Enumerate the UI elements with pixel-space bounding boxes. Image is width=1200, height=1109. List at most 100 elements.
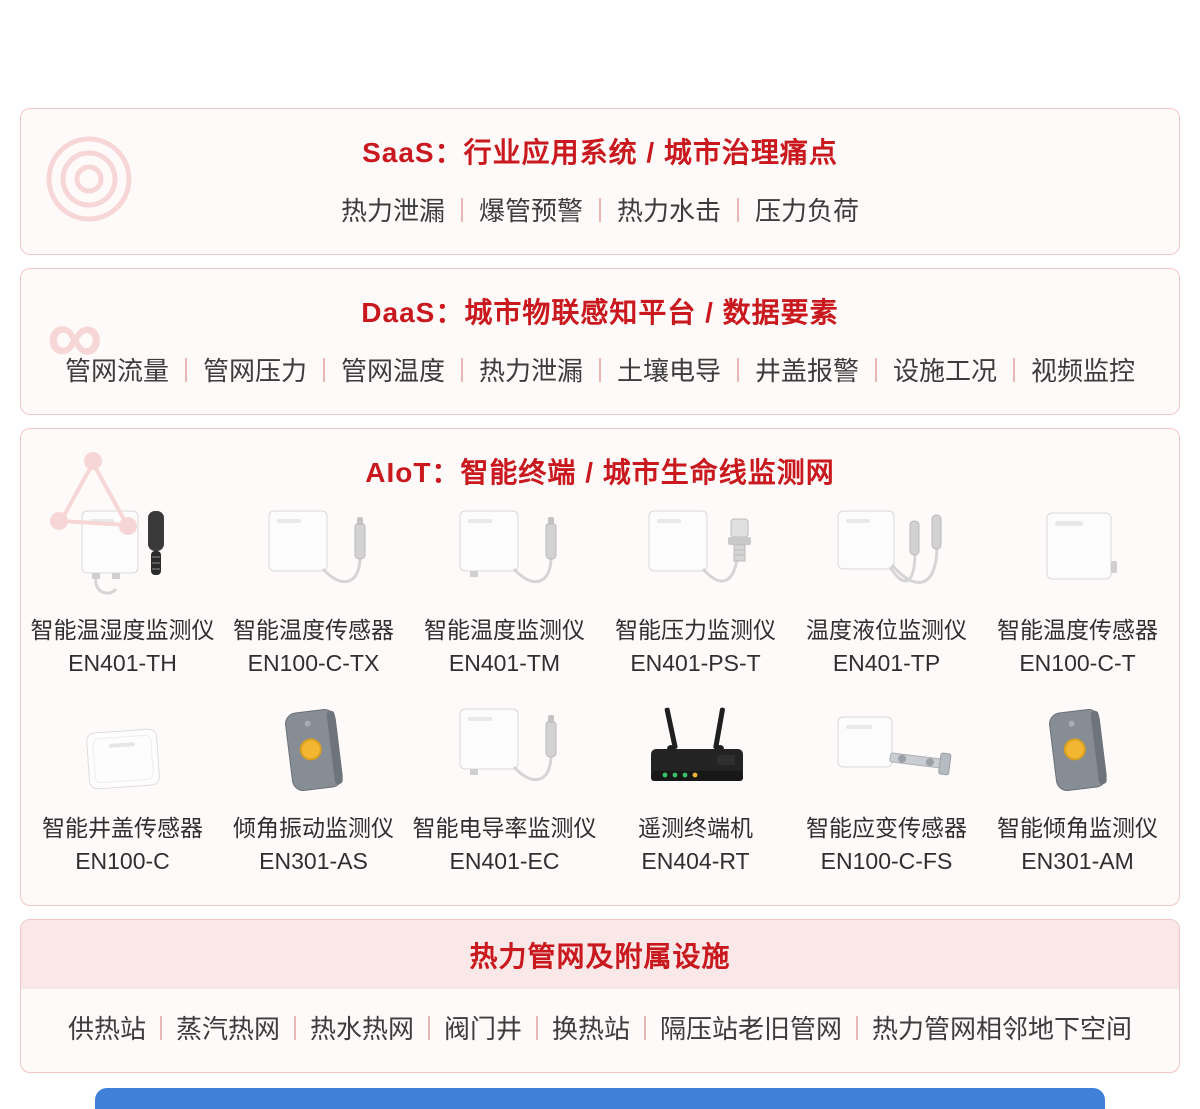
infra-item: 隔压站老旧管网 [660,1014,843,1044]
device-photo [239,703,389,799]
separator [599,197,601,222]
aiot-title: AIoT：智能终端 / 城市生命线监测网 [365,457,835,488]
temp-sensor-cable-image [268,510,365,584]
saas-items-row: 热力泄漏 爆管预警 热力水击 压力负荷 [21,171,1179,254]
daas-items-row: 管网流量 管网压力 管网温度 热力泄漏 土壤电导 井盖报警 设施工况 视频监控 [21,331,1179,414]
saas-title: SaaS：行业应用系统 / 城市治理痛点 [362,137,838,168]
separator [875,357,878,382]
device-name: 智能温度传感器 [233,617,394,643]
device-card: 智能温度传感器 EN100-C-T [984,505,1171,677]
device-card: 温度液位监测仪 EN401-TP [793,505,980,677]
device-photo [48,703,198,799]
device-model: EN100-C-T [1019,650,1136,676]
infra-item: 热力管网相邻地下空间 [872,1014,1133,1044]
telemetry-terminal-router-image [650,707,743,781]
device-photo [1003,505,1153,601]
device-name: 智能温湿度监测仪 [30,617,215,643]
device-name: 智能井盖传感器 [42,815,203,841]
device-model: EN100-C [75,848,170,874]
separator [184,357,187,382]
device-card: 智能温度传感器 EN100-C-TX [220,505,407,677]
daas-title: DaaS：城市物联感知平台 / 数据要素 [361,297,839,328]
device-card: 遥测终端机 EN404-RT [602,703,789,875]
device-photo [812,505,962,601]
daas-item: 管网压力 [202,356,307,386]
temp-sensor-box-image [1046,512,1117,580]
section-daas: ∞ DaaS：城市物联感知平台 / 数据要素 管网流量 管网压力 管网温度 热力… [20,268,1180,415]
infra-item: 供热站 [67,1014,146,1044]
device-photo [621,703,771,799]
infra-item: 热水热网 [309,1014,414,1044]
device-card: 倾角振动监测仪 EN301-AS [220,703,407,875]
daas-item: 管网流量 [64,356,169,386]
temp-monitor-cable-image [459,510,556,584]
conductivity-monitor-image [459,708,556,782]
daas-item: 管网温度 [340,356,445,386]
saas-item: 热力泄漏 [340,196,445,226]
separator [460,357,463,382]
infra-item: 蒸汽热网 [175,1014,280,1044]
device-name: 智能倾角监测仪 [997,815,1158,841]
infra-item: 阀门井 [443,1014,522,1044]
saas-item: 爆管预警 [478,196,583,226]
device-photo [48,505,198,601]
saas-item: 热力水击 [617,196,722,226]
device-name: 智能应变传感器 [806,815,967,841]
footer-blue-bar [95,1088,1105,1109]
separator [1013,357,1016,382]
device-name: 遥测终端机 [638,815,753,841]
pressure-monitor-image [648,510,751,583]
device-model: EN401-EC [449,848,560,874]
daas-item: 井盖报警 [755,356,860,386]
device-name: 智能电导率监测仪 [412,815,597,841]
device-name: 温度液位监测仪 [806,617,967,643]
device-card: 智能压力监测仪 EN401-PS-T [602,505,789,677]
device-photo [430,703,580,799]
device-photo [1003,703,1153,799]
device-model: EN401-TM [448,650,561,676]
temp-level-monitor-image [837,510,941,584]
temp-humidity-monitor-image [81,510,164,595]
tilt-vibration-sensor-image [284,709,343,792]
device-model: EN100-C-TX [247,650,380,676]
device-card: 智能应变传感器 EN100-C-FS [793,703,980,875]
tilt-monitor-sensor-image [1048,709,1107,792]
manhole-sensor-tile-image [85,728,160,790]
device-model: EN401-TP [832,650,941,676]
separator [293,1015,296,1040]
device-photo [621,505,771,601]
device-card: 智能井盖传感器 EN100-C [29,703,216,875]
infra-header-band: 热力管网及附属设施 [21,920,1179,989]
device-model: EN401-TH [68,650,177,676]
separator [856,1015,859,1040]
device-card: 智能温湿度监测仪 EN401-TH [29,505,216,677]
section-infra: 热力管网及附属设施 供热站 蒸汽热网 热水热网 阀门井 换热站 隔压站老旧管网 … [20,919,1180,1073]
daas-item: 土壤电导 [617,356,722,386]
device-card: 智能电导率监测仪 EN401-EC [411,703,598,875]
device-name: 智能压力监测仪 [615,617,776,643]
separator [737,197,740,222]
device-grid: 智能温湿度监测仪 EN401-TH 智能温度传感器 EN100-C-TX [21,491,1179,905]
device-name: 智能温度传感器 [997,617,1158,643]
device-photo [430,505,580,601]
separator [737,357,740,382]
device-card: 智能倾角监测仪 EN301-AM [984,703,1171,875]
separator [536,1015,538,1040]
daas-item: 设施工况 [893,356,998,386]
device-model: EN401-PS-T [630,650,761,676]
section-saas: SaaS：行业应用系统 / 城市治理痛点 热力泄漏 爆管预警 热力水击 压力负荷 [20,108,1180,255]
separator [427,1015,430,1040]
device-card: 智能温度监测仪 EN401-TM [411,505,598,677]
device-photo [812,703,962,799]
device-model: EN301-AM [1021,848,1134,874]
daas-item: 视频监控 [1031,356,1136,386]
section-aiot: AIoT：智能终端 / 城市生命线监测网 [20,428,1180,906]
daas-item: 热力泄漏 [478,356,583,386]
device-model: EN301-AS [259,848,368,874]
device-photo [239,505,389,601]
device-name: 智能温度监测仪 [424,617,585,643]
infra-items-row: 供热站 蒸汽热网 热水热网 阀门井 换热站 隔压站老旧管网 热力管网相邻地下空间 [21,989,1179,1072]
saas-item: 压力负荷 [755,196,860,226]
device-model: EN100-C-FS [820,848,953,874]
separator [159,1015,162,1040]
